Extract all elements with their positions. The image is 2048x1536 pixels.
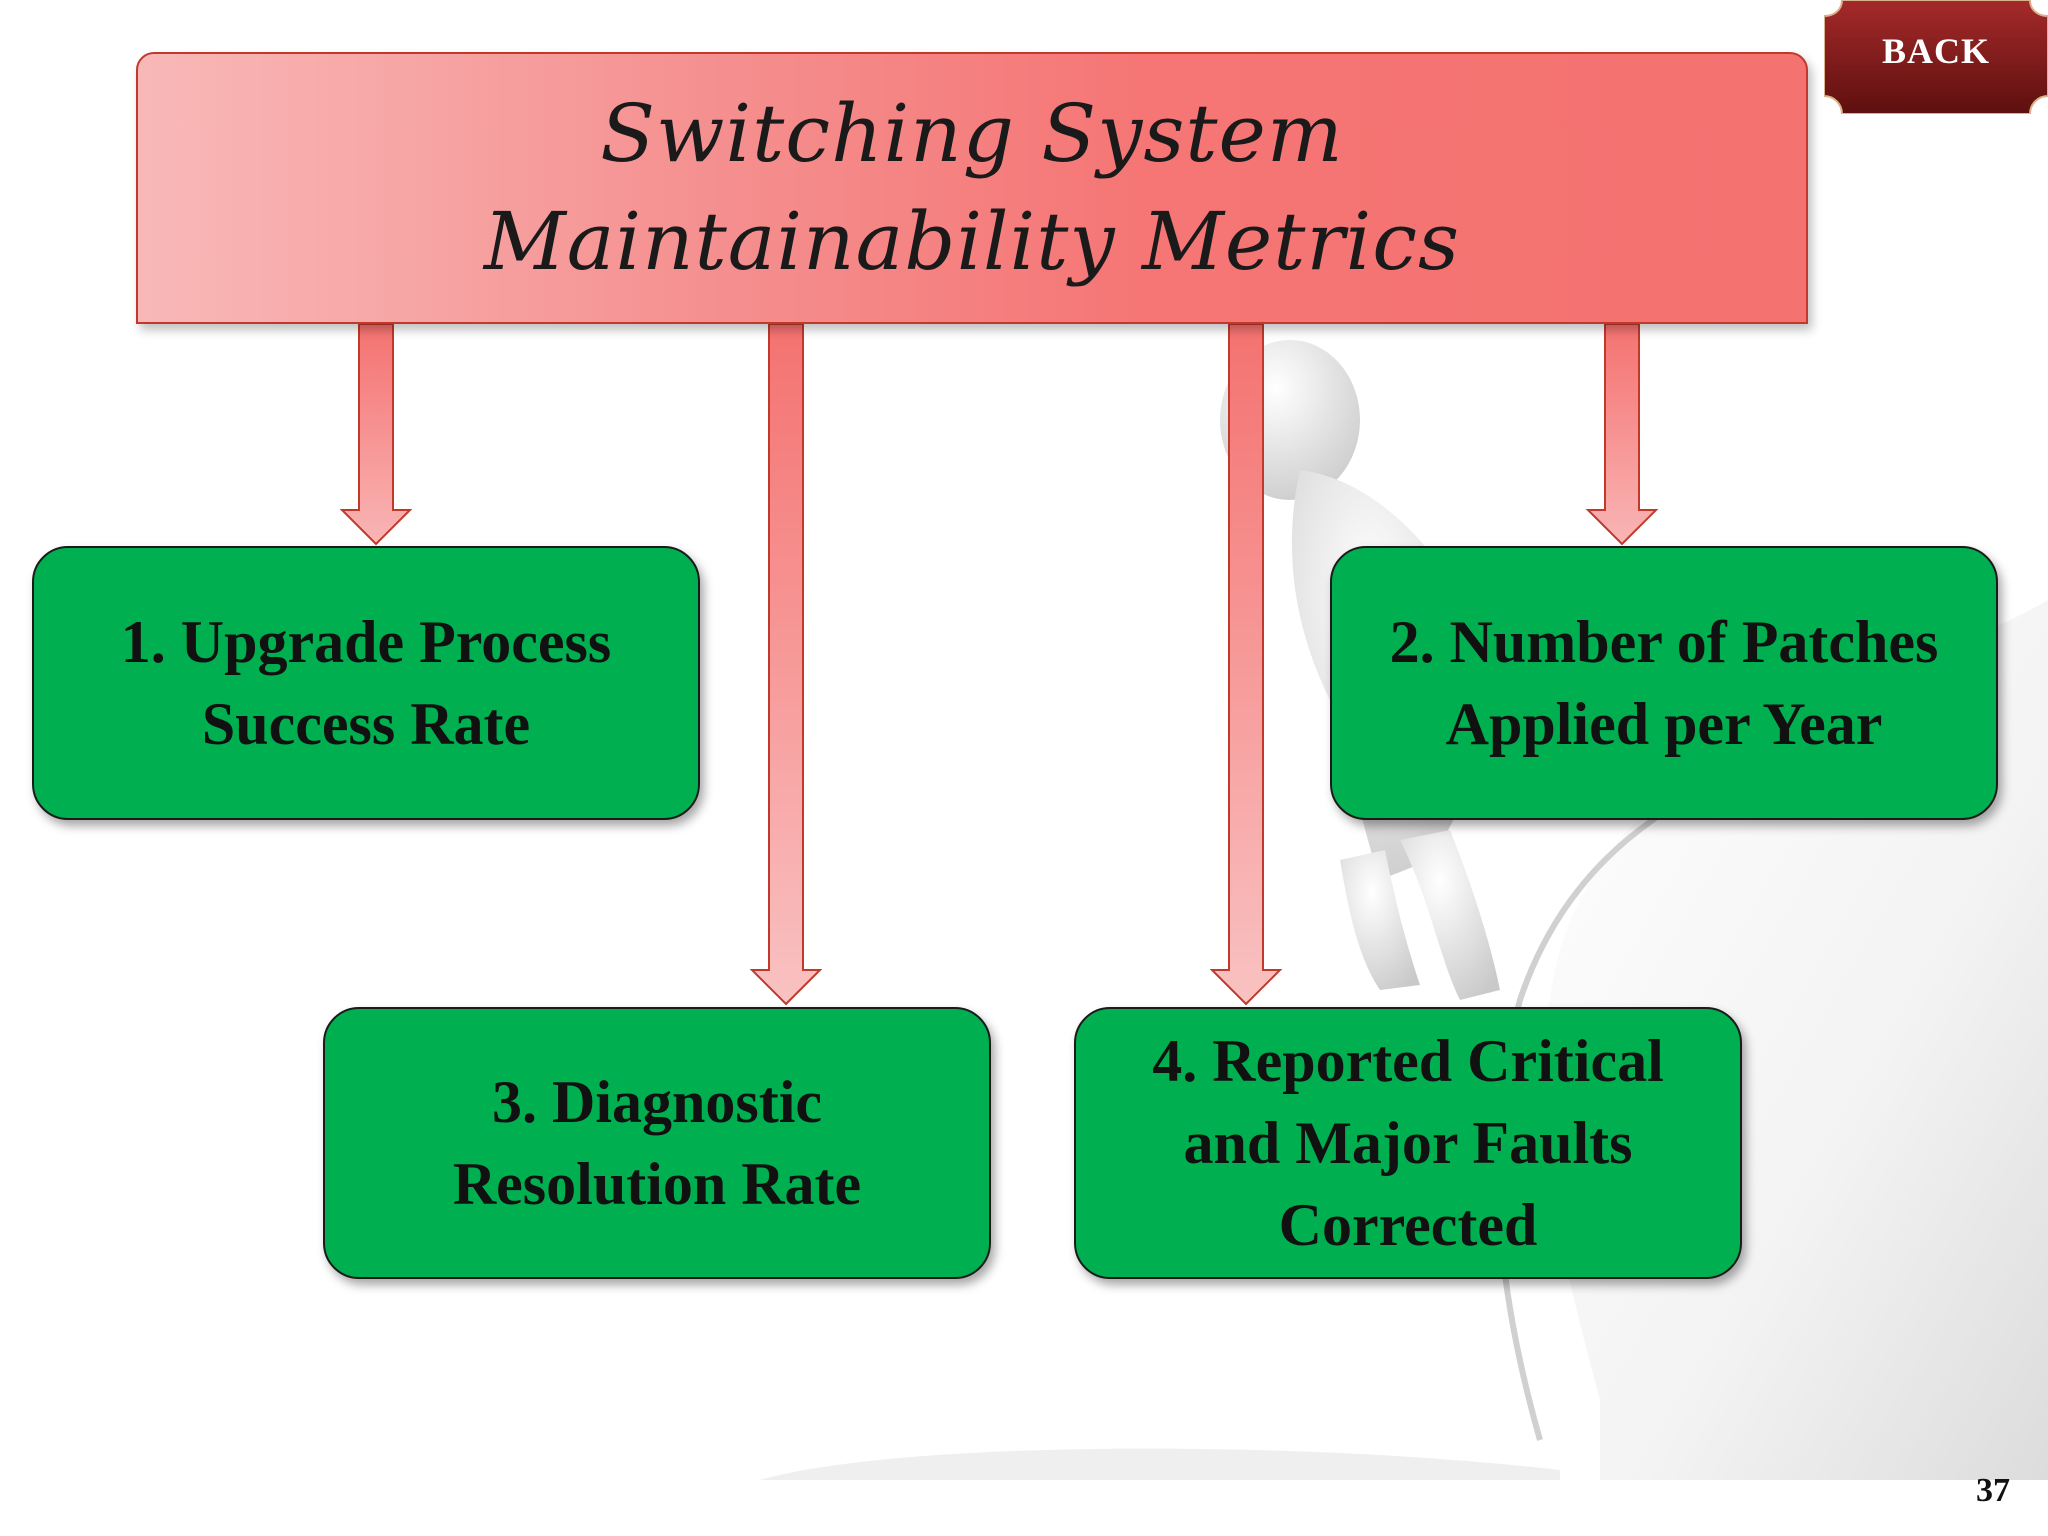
back-button[interactable]: BACK xyxy=(1823,0,2048,115)
metric-label-4: 4. Reported Critical and Major Faults Co… xyxy=(1152,1028,1664,1258)
metric-box-1: 1. Upgrade Process Success Rate xyxy=(32,546,700,820)
back-button-label: BACK xyxy=(1881,31,1990,71)
metric-box-4: 4. Reported Critical and Major Faults Co… xyxy=(1074,1007,1742,1279)
title-box: Switching System Maintainability Metrics xyxy=(136,52,1808,324)
metric-box-2: 2. Number of Patches Applied per Year xyxy=(1330,546,1998,820)
metric-box-3: 3. Diagnostic Resolution Rate xyxy=(323,1007,991,1279)
arrow-to-metric-1 xyxy=(339,324,413,546)
metric-label-2: 2. Number of Patches Applied per Year xyxy=(1389,609,1939,757)
slide-title: Switching System Maintainability Metrics xyxy=(483,87,1461,288)
arrow-to-metric-2 xyxy=(1585,324,1659,546)
arrow-to-metric-4 xyxy=(1209,324,1283,1006)
metric-label-1: 1. Upgrade Process Success Rate xyxy=(120,609,612,757)
metric-label-3: 3. Diagnostic Resolution Rate xyxy=(452,1069,862,1217)
arrow-to-metric-3 xyxy=(749,324,823,1006)
page-number: 37 xyxy=(1976,1472,2010,1509)
